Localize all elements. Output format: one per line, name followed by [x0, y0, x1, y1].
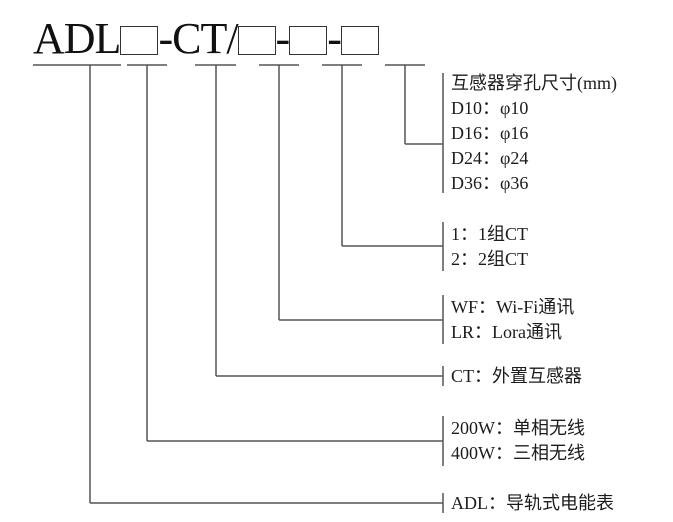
placeholder-box-ct-count: [289, 26, 328, 55]
hole-size-option: D16：φ16: [451, 123, 529, 143]
ct-option: CT：外置互感器: [451, 366, 583, 386]
code-separator-3: -: [327, 14, 342, 63]
phase-option: 200W：单相无线: [451, 418, 585, 438]
hole-size-option: D10：φ10: [451, 98, 529, 118]
code-prefix: ADL: [33, 14, 121, 63]
hole-size-option: D36：φ36: [451, 173, 529, 193]
model-options: ADL：导轨式电能表: [451, 491, 614, 516]
phase-option: 400W：三相无线: [451, 443, 585, 463]
code-separator-ct: -CT/: [158, 14, 238, 63]
placeholder-box-communication: [237, 26, 276, 55]
phase-options: 200W：单相无线 400W：三相无线: [451, 416, 585, 466]
communication-option: WF：Wi-Fi通讯: [451, 297, 575, 317]
placeholder-box-hole-size: [340, 26, 379, 55]
model-option: ADL：导轨式电能表: [451, 493, 614, 513]
hole-size-title: 互感器穿孔尺寸(mm): [451, 73, 617, 93]
hole-size-options: 互感器穿孔尺寸(mm) D10：φ10 D16：φ16 D24：φ24 D36：…: [451, 71, 617, 196]
ct-count-options: 1：1组CT 2：2组CT: [451, 222, 528, 272]
model-code: ADL-CT/--: [33, 14, 379, 64]
ct-count-option: 1：1组CT: [451, 224, 529, 244]
placeholder-box-phase: [120, 26, 159, 55]
hole-size-option: D24：φ24: [451, 148, 529, 168]
ct-count-option: 2：2组CT: [451, 249, 529, 269]
code-separator-2: -: [275, 14, 291, 63]
communication-options: WF：Wi-Fi通讯 LR：Lora通讯: [451, 295, 574, 345]
ct-options: CT：外置互感器: [451, 364, 582, 389]
communication-option: LR：Lora通讯: [451, 322, 562, 342]
